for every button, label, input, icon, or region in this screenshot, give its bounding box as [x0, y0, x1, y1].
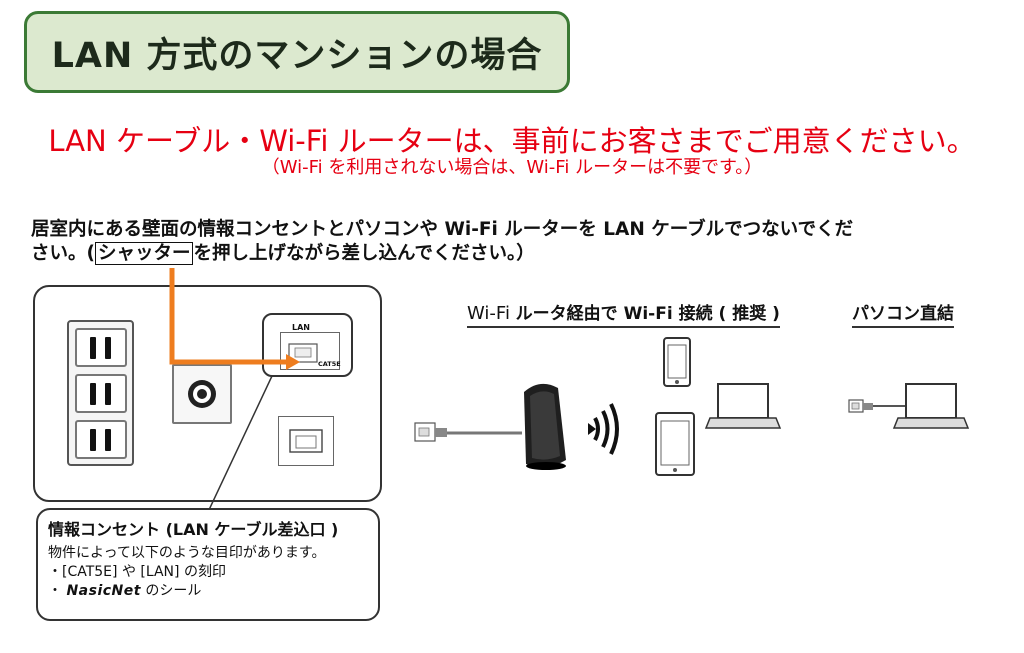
- lan-jack-icon: [278, 416, 334, 466]
- outlet-icon: [75, 374, 127, 413]
- router-header-label: ルータ経由で Wi-Fi 接続 ( 推奨 ): [515, 304, 780, 324]
- info-line-3: ・ NasicNet のシール: [48, 582, 368, 601]
- laptop-icon: [704, 383, 782, 429]
- instruction-line-2-pre: さい。(: [31, 243, 95, 264]
- instruction-line-2-post: を押し上げながら差し込んでください。）: [193, 243, 535, 264]
- info-line-3-post: のシール: [140, 583, 202, 599]
- page-title: LAN 方式のマンションの場合: [51, 35, 543, 76]
- tablet-icon: [655, 412, 695, 476]
- router-header-prefix: Wi-Fi: [467, 303, 516, 324]
- laptop-icon: [892, 383, 970, 429]
- info-line-2: ・[CAT5E] や [LAN] の刻印: [48, 564, 226, 580]
- info-line-1: 物件によって以下のような目印があります。: [48, 545, 326, 561]
- wifi-router-icon: [524, 383, 566, 470]
- outlet-icon: [75, 328, 127, 367]
- power-outlets: [67, 320, 134, 466]
- arrow-head: [286, 354, 300, 370]
- outlet-icon: [75, 420, 127, 459]
- instruction-text: 居室内にある壁面の情報コンセントとパソコンや Wi-Fi ルーターを LAN ケ…: [31, 218, 853, 266]
- ethernet-plug-icon: [848, 399, 873, 413]
- notice-main: LAN ケーブル・Wi-Fi ルーターは、事前にお客さまでご用意ください。: [48, 124, 976, 158]
- coax-icon: [172, 364, 232, 424]
- ethernet-plug-icon: [414, 422, 447, 442]
- info-bullet: ・: [48, 583, 67, 599]
- instruction-line-1: 居室内にある壁面の情報コンセントとパソコンや Wi-Fi ルーターを LAN ケ…: [31, 219, 854, 240]
- brand-logo: NasicNet: [66, 583, 141, 599]
- router-header: Wi-Fi ルータ経由で Wi-Fi 接続 ( 推奨 ): [467, 299, 780, 328]
- wifi-signal-icon: [593, 403, 619, 455]
- instruction-line-2: さい。(シャッターを押し上げながら差し込んでください。）: [31, 242, 853, 266]
- shutter-arrow: [169, 268, 288, 365]
- lan-label: LAN: [292, 323, 310, 332]
- info-box: 情報コンセント (LAN ケーブル差込口 ) 物件によって以下のような目印があり…: [36, 508, 380, 621]
- info-title: 情報コンセント (LAN ケーブル差込口 ): [48, 520, 339, 539]
- direct-header: パソコン直結: [852, 299, 954, 328]
- title-box: LAN 方式のマンションの場合: [24, 11, 570, 93]
- callout-pointer: [207, 375, 273, 513]
- shutter-label: シャッター: [94, 242, 194, 265]
- notice-sub: （Wi-Fi を利用されない場合は、Wi-Fi ルーターは不要です。）: [261, 157, 763, 178]
- smartphone-icon: [663, 337, 691, 387]
- cat5e-label: CAT5E: [318, 360, 341, 368]
